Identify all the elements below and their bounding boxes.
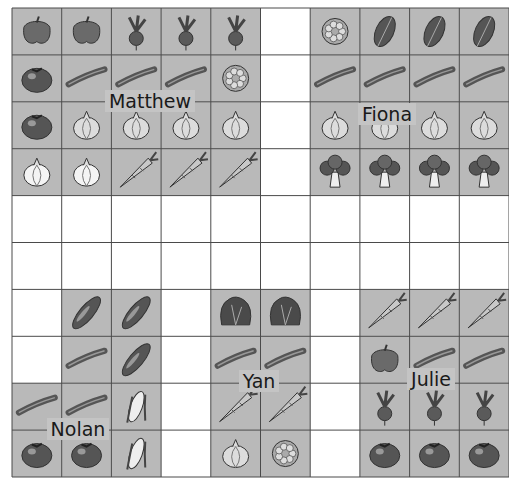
plot-name: Nolan <box>47 418 110 440</box>
garden-plot: Yan <box>210 289 310 477</box>
plot-name: Julie <box>407 368 455 390</box>
garden-plot: Julie <box>359 289 509 477</box>
plot-name: Yan <box>239 370 280 392</box>
plot-name: Matthew <box>105 90 195 112</box>
garden-plot: Nolan <box>12 289 161 477</box>
garden-plot: Fiona <box>310 8 509 196</box>
garden-plot: Matthew <box>12 8 260 196</box>
plot-name: Fiona <box>358 103 416 125</box>
